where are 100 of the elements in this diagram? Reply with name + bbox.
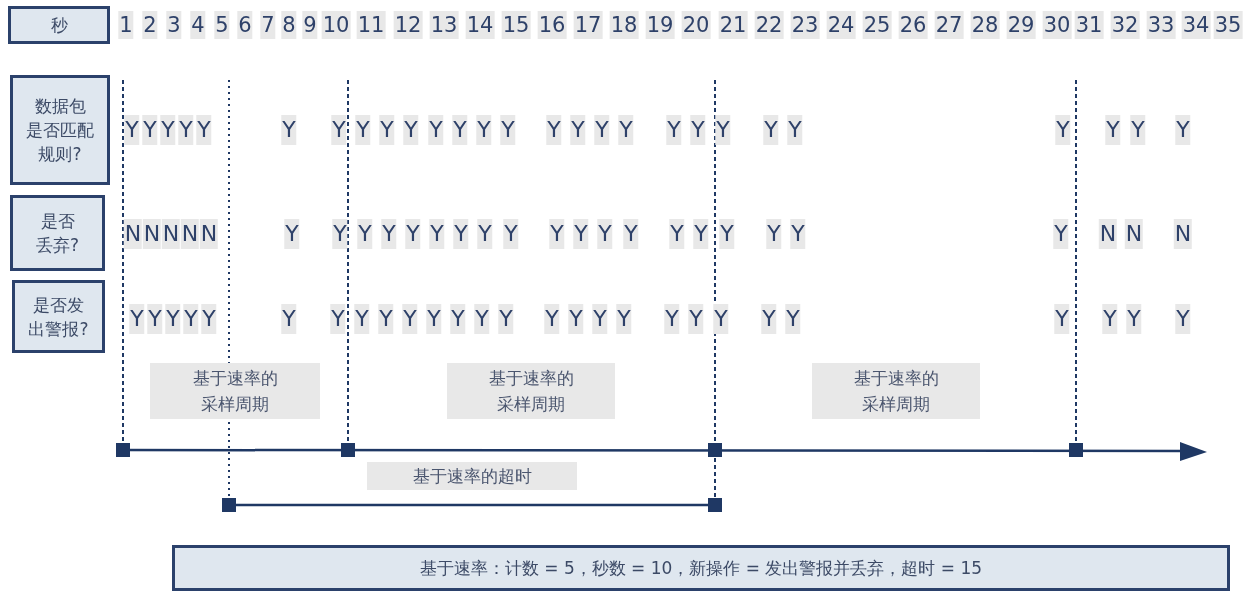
result-letter: Y: [332, 219, 348, 249]
second-number: 5: [214, 11, 230, 39]
result-letter: Y: [693, 219, 709, 249]
second-number: 32: [1110, 11, 1140, 39]
result-letter: Y: [688, 304, 704, 334]
result-letter: Y: [405, 219, 421, 249]
result-letter: Y: [719, 219, 735, 249]
result-letter: Y: [690, 115, 706, 145]
period-label: 基于速率的采样周期: [150, 363, 320, 419]
result-letter: Y: [766, 219, 782, 249]
result-letter: Y: [1054, 304, 1070, 334]
result-letter: N: [123, 219, 143, 249]
second-number: 25: [862, 11, 892, 39]
result-letter: Y: [1053, 219, 1069, 249]
result-letter: Y: [357, 219, 373, 249]
result-letter: Y: [1102, 304, 1118, 334]
result-letter: Y: [426, 304, 442, 334]
result-letter: Y: [201, 304, 217, 334]
result-letter: Y: [669, 219, 685, 249]
result-letter: Y: [568, 304, 584, 334]
result-letter: Y: [592, 304, 608, 334]
result-letter: Y: [284, 219, 300, 249]
result-letter: Y: [761, 304, 777, 334]
result-letter: Y: [379, 115, 395, 145]
result-letter: Y: [666, 115, 682, 145]
result-letter: Y: [450, 304, 466, 334]
result-letter: Y: [476, 115, 492, 145]
result-letter: Y: [715, 115, 731, 145]
second-number: 30: [1042, 11, 1072, 39]
result-letter: N: [199, 219, 219, 249]
period-label: 基于速率的采样周期: [812, 363, 980, 419]
timeout-label: 基于速率的超时: [367, 462, 577, 490]
result-letter: Y: [330, 304, 346, 334]
second-number: 31: [1074, 11, 1104, 39]
row-header-box: 是否发出警报?: [12, 280, 105, 353]
second-number: 33: [1146, 11, 1176, 39]
result-letter: Y: [549, 219, 565, 249]
result-letter: Y: [616, 304, 632, 334]
second-number: 24: [826, 11, 856, 39]
result-letter: Y: [1126, 304, 1142, 334]
result-letter: Y: [544, 304, 560, 334]
result-letter: Y: [623, 219, 639, 249]
result-letter: N: [180, 219, 200, 249]
result-letter: Y: [787, 115, 803, 145]
second-number: 17: [573, 11, 603, 39]
result-letter: Y: [381, 219, 397, 249]
result-letter: Y: [452, 115, 468, 145]
result-letter: Y: [1130, 115, 1146, 145]
result-letter: Y: [785, 304, 801, 334]
result-letter: Y: [281, 304, 297, 334]
result-letter: Y: [594, 115, 610, 145]
result-letter: Y: [1105, 115, 1121, 145]
result-letter: Y: [503, 219, 519, 249]
result-letter: Y: [178, 115, 194, 145]
result-letter: N: [1173, 219, 1193, 249]
second-number: 19: [645, 11, 675, 39]
result-letter: Y: [183, 304, 199, 334]
result-letter: Y: [142, 115, 158, 145]
result-letter: Y: [713, 304, 729, 334]
result-letter: Y: [403, 115, 419, 145]
result-letter: N: [1124, 219, 1144, 249]
second-number: 34: [1181, 11, 1211, 39]
result-letter: Y: [147, 304, 163, 334]
result-letter: Y: [160, 115, 176, 145]
second-number: 29: [1006, 11, 1036, 39]
second-number: 22: [754, 11, 784, 39]
result-letter: Y: [618, 115, 634, 145]
result-letter: Y: [429, 219, 445, 249]
result-letter: Y: [474, 304, 490, 334]
result-letter: Y: [498, 304, 514, 334]
second-number: 15: [501, 11, 531, 39]
result-letter: Y: [570, 115, 586, 145]
second-number: 8: [281, 11, 297, 39]
result-letter: Y: [196, 115, 212, 145]
second-number: 23: [790, 11, 820, 39]
second-number: 28: [970, 11, 1000, 39]
second-number: 4: [190, 11, 206, 39]
result-letter: Y: [477, 219, 493, 249]
result-letter: Y: [1175, 115, 1191, 145]
result-letter: Y: [281, 115, 297, 145]
second-number: 3: [166, 11, 182, 39]
second-number: 7: [260, 11, 276, 39]
result-letter: N: [142, 219, 162, 249]
result-letter: Y: [124, 115, 140, 145]
result-letter: Y: [573, 219, 589, 249]
second-number: 6: [237, 11, 253, 39]
result-letter: Y: [790, 219, 806, 249]
result-letter: Y: [546, 115, 562, 145]
result-letter: N: [1098, 219, 1118, 249]
result-letter: Y: [597, 219, 613, 249]
result-letter: Y: [1175, 304, 1191, 334]
second-number: 1: [118, 11, 134, 39]
period-label: 基于速率的采样周期: [447, 363, 615, 419]
result-letter: Y: [354, 304, 370, 334]
second-number: 21: [718, 11, 748, 39]
result-letter: Y: [453, 219, 469, 249]
second-number: 16: [537, 11, 567, 39]
second-number: 12: [393, 11, 423, 39]
second-number: 9: [302, 11, 318, 39]
second-number: 27: [934, 11, 964, 39]
